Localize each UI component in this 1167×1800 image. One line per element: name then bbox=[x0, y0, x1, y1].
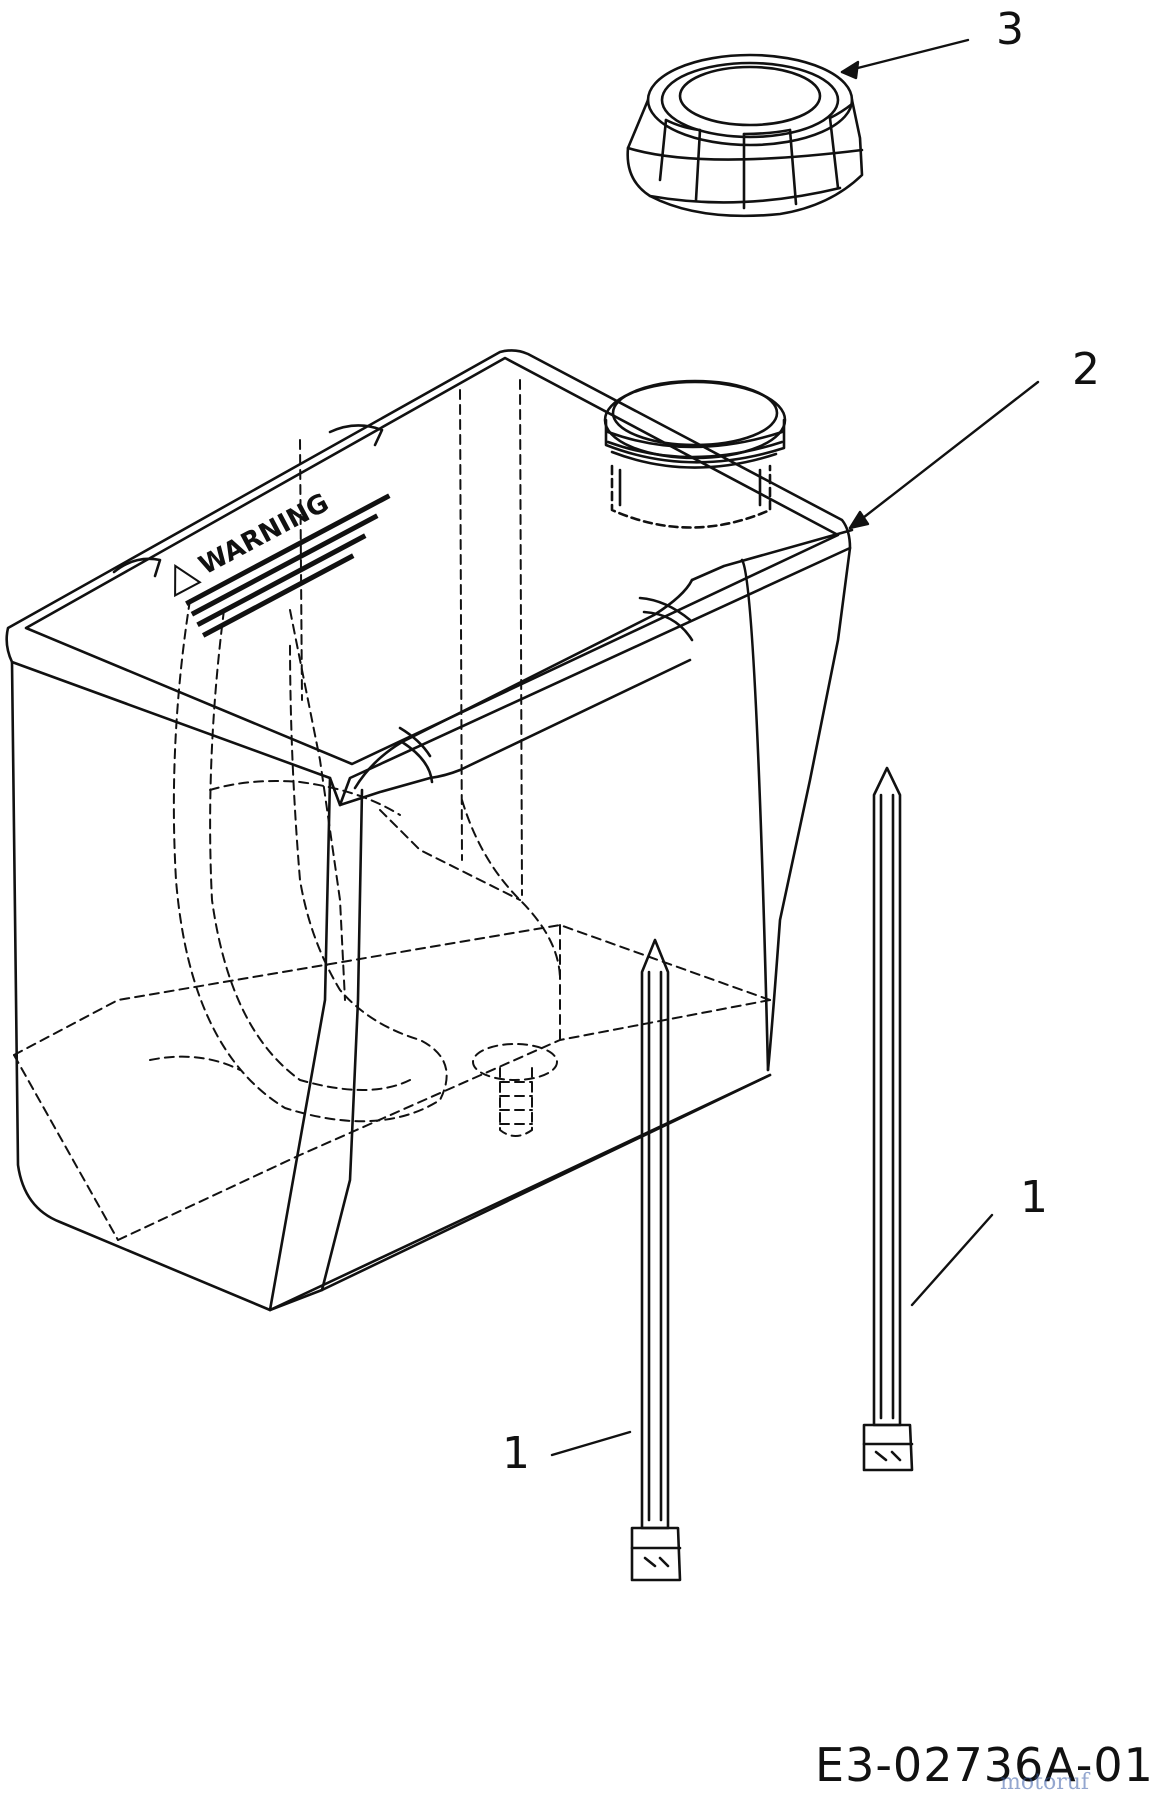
tank-part bbox=[5, 349, 854, 1312]
warning-decal: WARNING bbox=[174, 488, 391, 638]
callout-3: 3 bbox=[996, 4, 1024, 55]
callout-1-right: 1 bbox=[1020, 1172, 1048, 1223]
callout-2: 2 bbox=[1072, 344, 1100, 395]
cable-tie-left bbox=[630, 938, 682, 1582]
leader-lines bbox=[550, 38, 1040, 1457]
watermark-logo: motoruf bbox=[1000, 1770, 1090, 1795]
cable-tie-right bbox=[862, 766, 914, 1472]
cap-part bbox=[626, 53, 864, 218]
drawing-id: E3-02736A-01 bbox=[815, 1738, 1154, 1792]
tank-hidden-lines bbox=[13, 379, 771, 1241]
callout-1-left: 1 bbox=[502, 1428, 530, 1479]
